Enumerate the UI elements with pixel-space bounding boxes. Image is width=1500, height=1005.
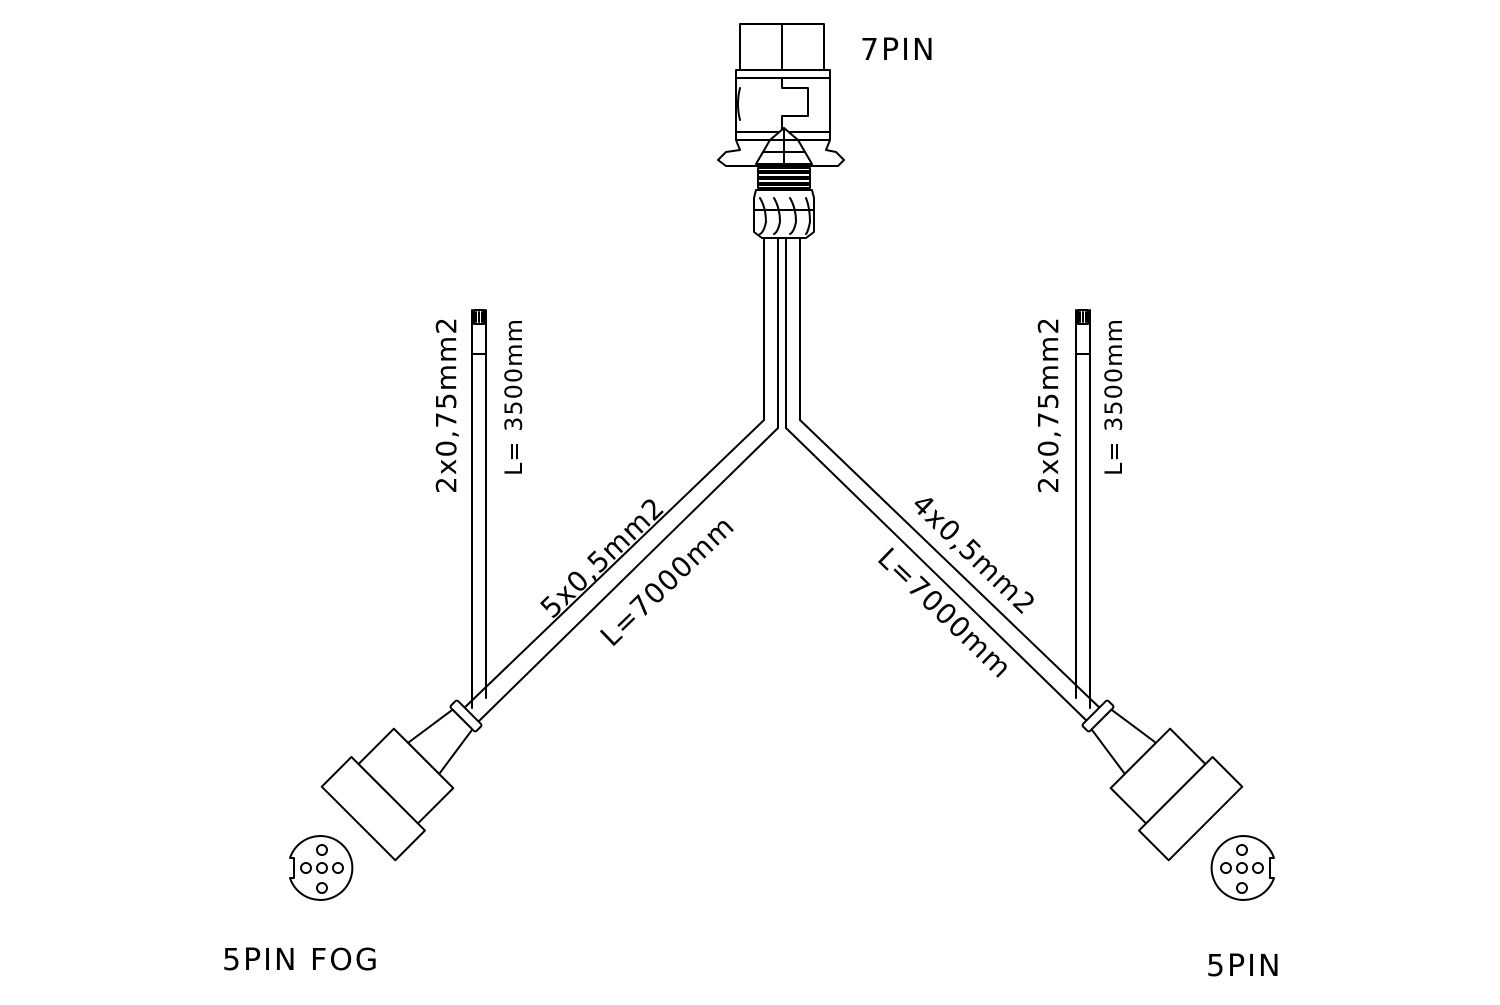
right-main-cable	[785, 419, 1105, 725]
left-pin-face-icon	[289, 835, 354, 901]
top-7pin-connector	[717, 23, 845, 239]
right-5pin-connector	[1081, 699, 1275, 901]
top-connector-label: 7PIN	[860, 33, 936, 68]
left-branch-length: L= 3500mm	[500, 318, 528, 476]
right-branch-cross-section: 2x0,75mm2	[1032, 316, 1065, 494]
left-connector-label: 5PIN FOG	[222, 943, 380, 978]
left-branch-cross-section: 2x0,75mm2	[430, 316, 463, 494]
main-cable-trunk	[763, 237, 801, 429]
left-branch-cable	[471, 309, 487, 709]
left-5pin-fog-connector	[289, 699, 483, 901]
right-pin-face-icon	[1210, 835, 1275, 901]
right-branch-length: L= 3500mm	[1100, 318, 1128, 476]
right-connector-label: 5PIN	[1206, 949, 1282, 984]
left-main-cable	[459, 419, 779, 725]
right-branch-cable	[1075, 309, 1091, 709]
